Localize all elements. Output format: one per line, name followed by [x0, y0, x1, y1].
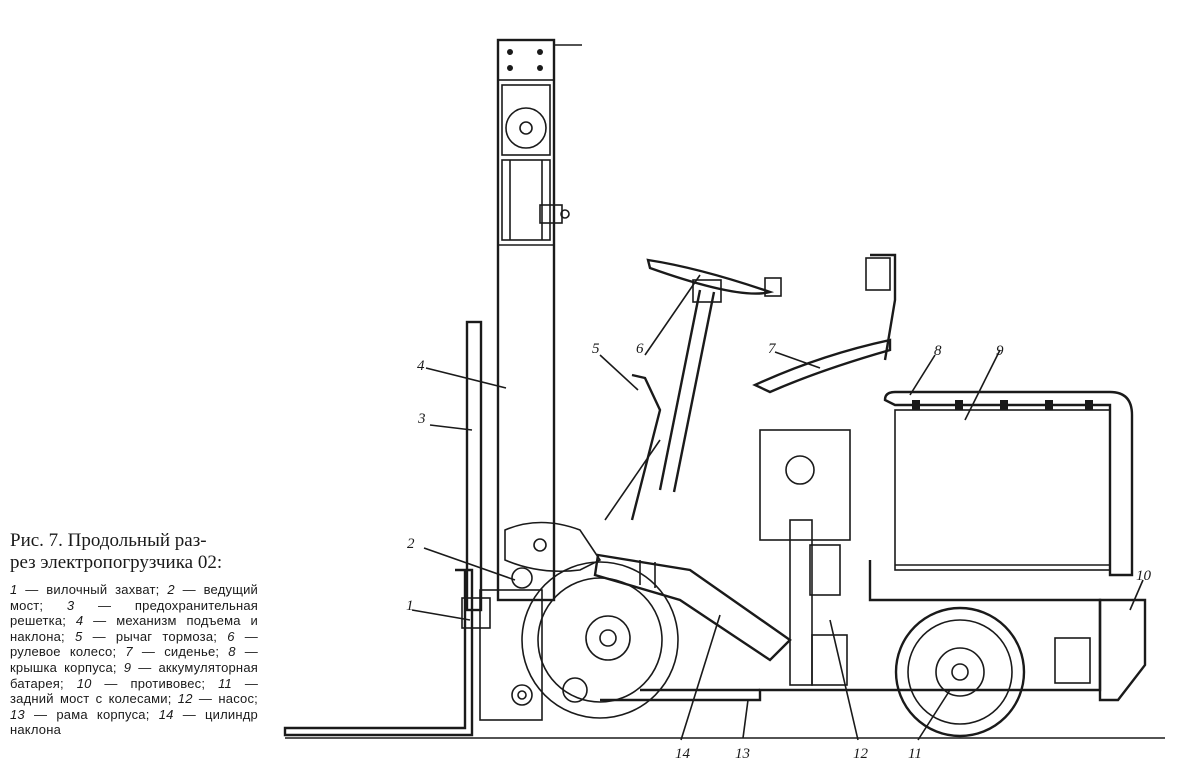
legend-number: 6	[227, 628, 235, 644]
battery-compartment	[883, 390, 1134, 577]
safety-grille	[465, 320, 483, 612]
legend-text: — механизм подъема и наклона;	[10, 613, 258, 644]
callout-12: 12	[853, 746, 869, 762]
legend-number: 4	[75, 613, 84, 629]
legend-number: 12	[177, 691, 193, 707]
brake-lever	[604, 373, 662, 521]
legend-text: — рычаг тормоза;	[82, 628, 228, 644]
legend-text: — рулевое колесо;	[10, 628, 259, 660]
callout-11: 11	[908, 746, 922, 762]
legend-number: 1	[10, 582, 18, 597]
legend-text: — крышка корпуса;	[10, 644, 259, 675]
callout-14: 14	[675, 746, 691, 762]
callout-10: 10	[1136, 568, 1152, 584]
figure-caption: Рис. 7. Продольный раз- рез электропогру…	[10, 530, 258, 738]
legend-text: — задний мост с колесами;	[10, 675, 259, 707]
caption-legend: 1 — вилочный захват; 2 — ведущий мост; 3…	[10, 582, 258, 738]
legend-text: — ведущий мост;	[10, 582, 259, 613]
callout-1: 1	[406, 598, 414, 614]
legend-text: — насос;	[192, 691, 258, 707]
caption-title: Рис. 7. Продольный раз- рез электропогру…	[10, 530, 258, 574]
legend-text: — предохранительная решетка;	[10, 597, 259, 629]
steering-wheel	[646, 258, 782, 493]
caption-title-line-2: рез электропогрузчика 02:	[10, 552, 223, 573]
legend-number: 5	[74, 628, 83, 644]
callout-6: 6	[636, 341, 644, 357]
legend-number: 10	[76, 675, 92, 691]
callout-4: 4	[417, 358, 425, 374]
drive-axle	[521, 561, 679, 719]
legend-number: 8	[228, 644, 236, 660]
leader-lines	[411, 274, 1144, 741]
legend-number: 14	[158, 706, 174, 722]
legend-text: — цилиндр наклона	[10, 706, 258, 738]
legend-text: — вилочный захват;	[17, 582, 168, 597]
legend-text: — аккумуляторная батарея;	[10, 659, 258, 691]
legend-number: 13	[10, 706, 25, 722]
legend-text: — сиденье;	[132, 644, 229, 660]
callout-5: 5	[592, 341, 600, 357]
mast-assembly	[496, 38, 582, 602]
operator-seat	[752, 253, 897, 394]
callout-7: 7	[768, 341, 777, 357]
legend-number: 7	[125, 644, 133, 660]
legend-number: 3	[66, 597, 75, 613]
caption-title-line-1: Рис. 7. Продольный раз-	[10, 530, 207, 551]
legend-text: — противовес;	[91, 675, 219, 691]
legend-number: 9	[123, 659, 132, 675]
callout-3: 3	[417, 411, 426, 427]
callout-2: 2	[407, 536, 415, 552]
callout-9: 9	[996, 343, 1004, 359]
legend-number: 11	[218, 675, 232, 691]
legend-text: — рама корпуса;	[24, 706, 159, 722]
tilt-cylinder	[504, 521, 792, 662]
legend-number: 2	[167, 582, 175, 597]
callout-13: 13	[735, 746, 750, 762]
hydraulic-pump	[759, 429, 851, 596]
counterweight	[1098, 598, 1147, 702]
fork-carriage	[283, 567, 543, 737]
rear-axle-wheel	[894, 606, 1026, 738]
callout-8: 8	[934, 343, 942, 359]
